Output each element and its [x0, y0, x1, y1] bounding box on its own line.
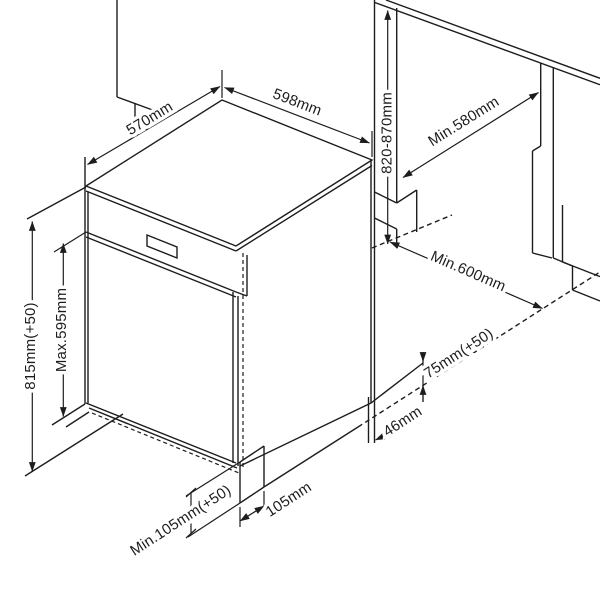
rear-wall-panel: [367, 0, 418, 443]
label-top-depth: 570mm: [123, 98, 175, 139]
label-niche-height: 820-870mm: [378, 92, 395, 174]
label-plinth-height-min: Min.105mm(+50): [127, 482, 234, 560]
label-plinth-recess-depth: 105mm: [263, 479, 315, 521]
right-cabinet-outline: [531, 63, 600, 302]
label-left-height: 815mm(+50): [22, 302, 39, 389]
label-rear-level: 75mm(+50): [421, 325, 496, 382]
floor-line: [263, 214, 600, 488]
appliance-outline: [84, 99, 424, 474]
label-top-width: 598mm: [270, 85, 324, 119]
label-niche-depth: Min.580mm: [425, 93, 502, 150]
dimension-105: [239, 491, 265, 527]
door-handle: [146, 233, 178, 260]
dimension-595: [53, 231, 87, 417]
dimension-105-min: [185, 461, 241, 539]
dimension-580: [402, 91, 539, 179]
label-front-clearance: Min.600mm: [428, 248, 508, 296]
dimension-46: [375, 429, 398, 441]
label-door-height-max: Max.595mm: [53, 288, 70, 372]
dimension-600: [389, 241, 543, 310]
dimension-598: [224, 86, 373, 157]
plinth-recess-block: [239, 445, 265, 504]
dimension-570: [87, 70, 223, 166]
worktop-outline: [374, 0, 600, 86]
